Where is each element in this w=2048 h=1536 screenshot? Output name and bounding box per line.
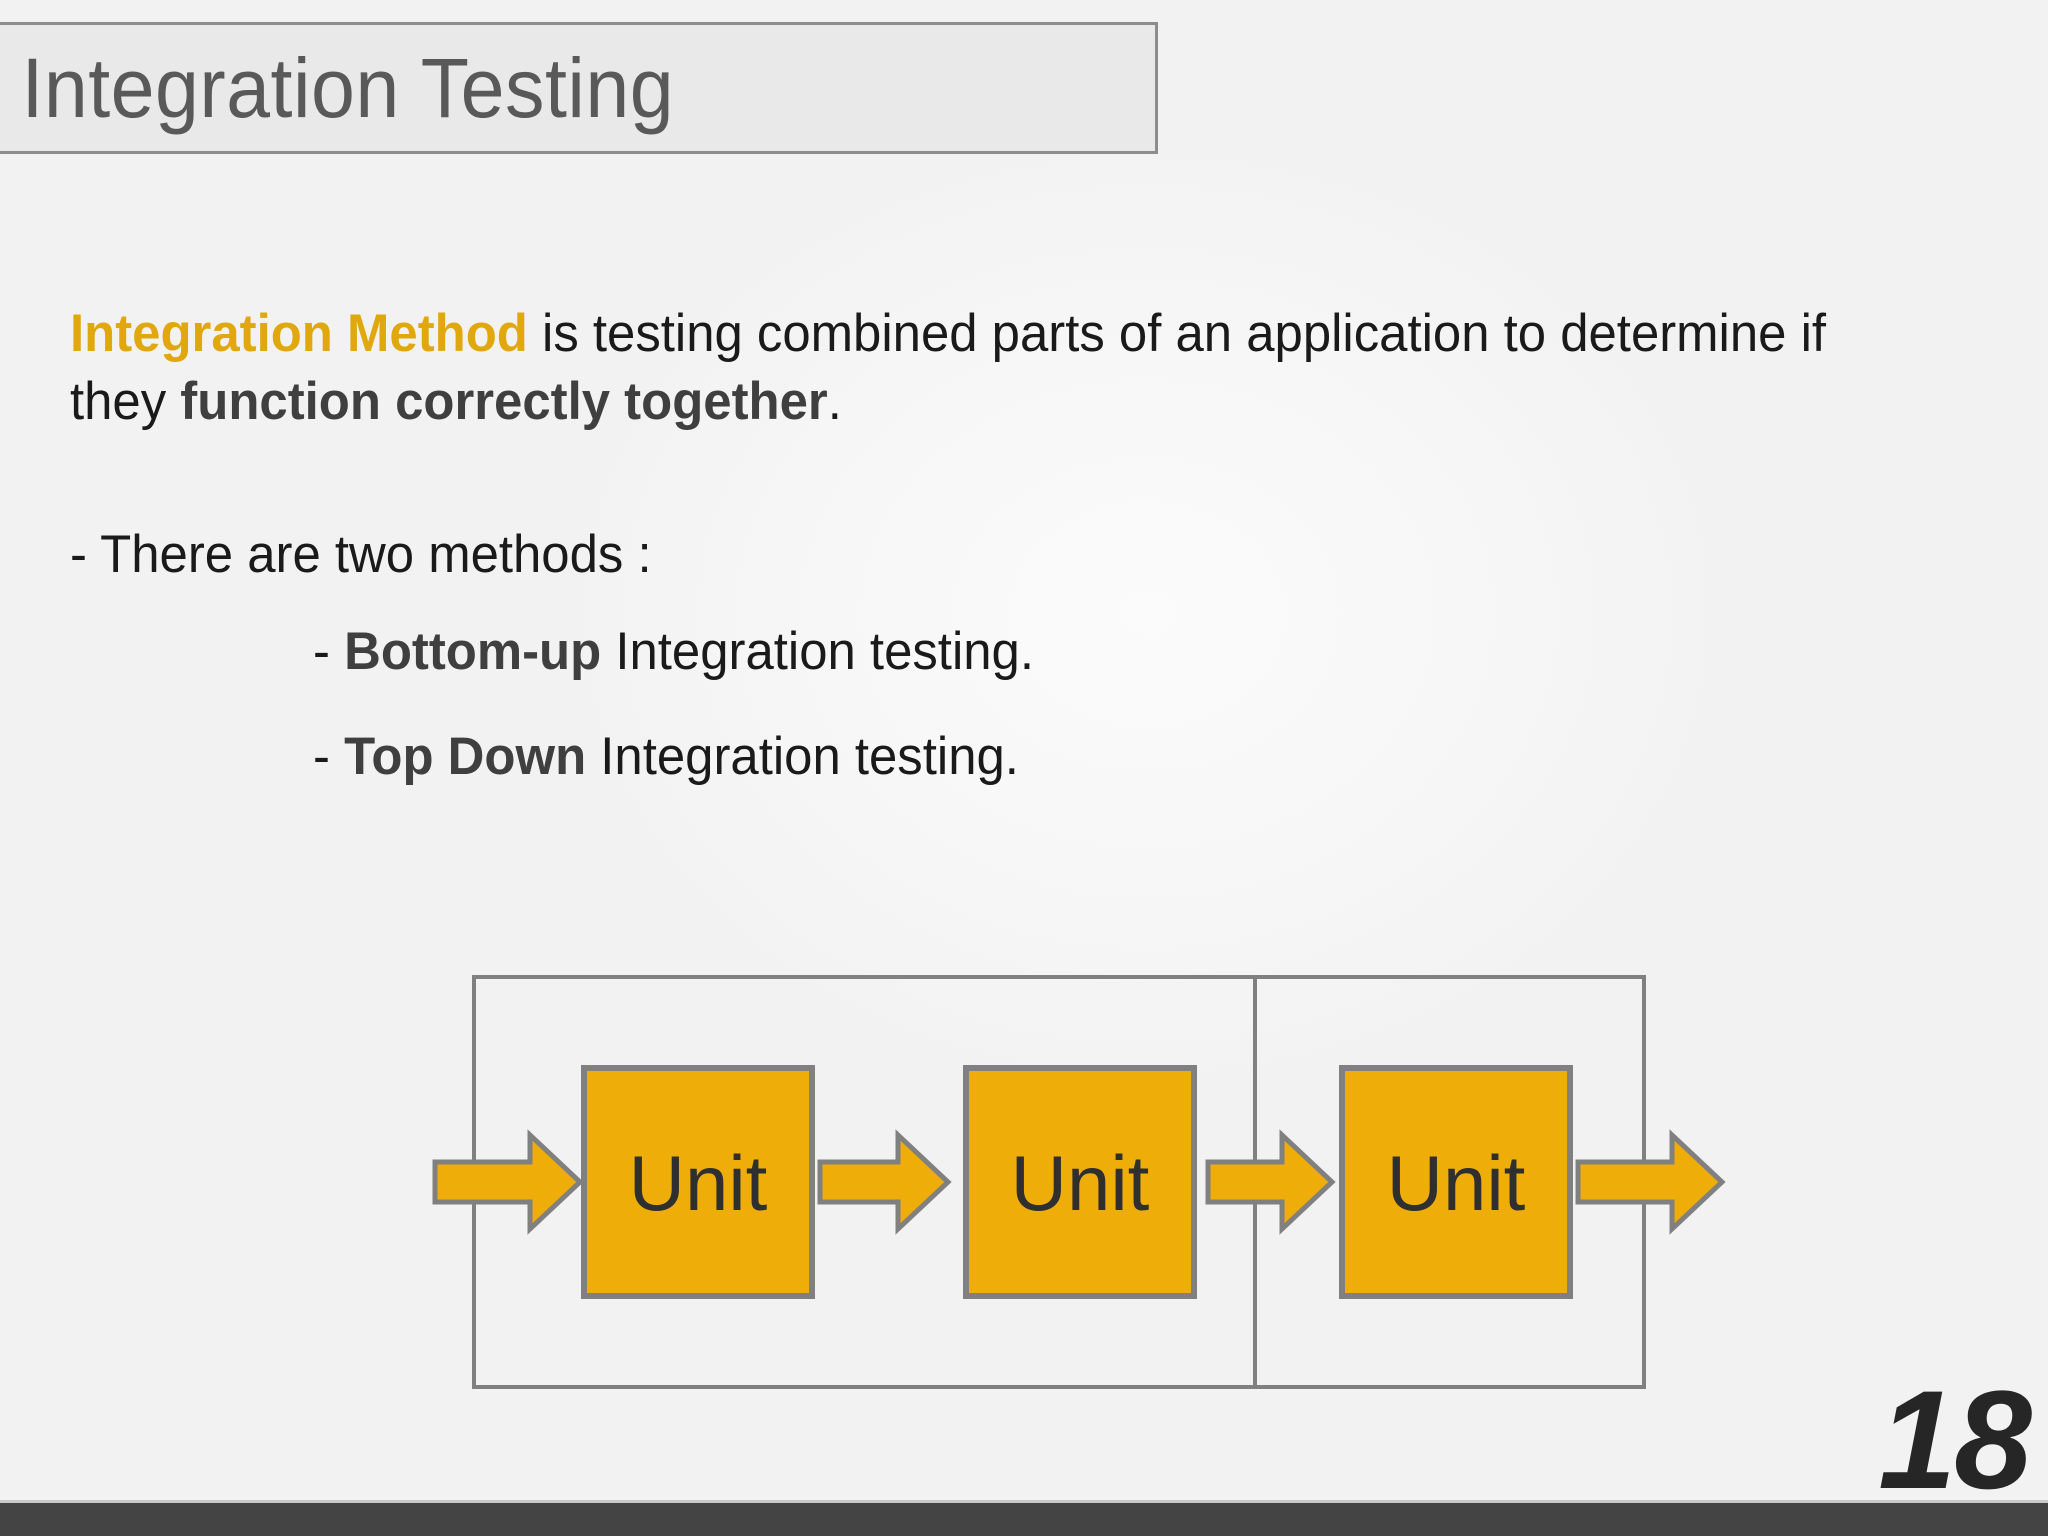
accent-term: Integration Method: [70, 304, 528, 363]
unit-box-2: Unit: [963, 1065, 1197, 1299]
sub-bullet-bold-1: Bottom-up: [344, 621, 602, 681]
sub-bullet-dash-2: -: [313, 726, 345, 786]
slide-title-box: Integration Testing: [0, 22, 1158, 154]
lead-bullet: - There are two methods :: [70, 524, 652, 584]
unit-box-3: Unit: [1339, 1065, 1573, 1299]
sub-bullet-top-down: - Top Down Integration testing.: [313, 719, 1904, 796]
unit-box-3-label: Unit: [1387, 1139, 1526, 1227]
arrow-unit2-unit3: [1205, 1129, 1336, 1235]
unit-box-1-label: Unit: [629, 1139, 768, 1227]
paragraph-text-middle: is testing combined parts of an applicat…: [70, 304, 1827, 431]
sub-bullet-rest-2: Integration testing.: [586, 726, 1019, 786]
slide-body: Integration Method is testing combined p…: [70, 300, 1970, 796]
paragraph-spacer: [70, 436, 1970, 522]
page-number: 18: [1878, 1361, 2032, 1518]
integration-container-box: [472, 975, 1646, 1389]
input-arrow: [432, 1129, 584, 1235]
arrow-unit1-unit2: [817, 1129, 952, 1235]
sub-bullet-rest-1: Integration testing.: [601, 621, 1034, 681]
sub-bullet-bold-2: Top Down: [344, 726, 587, 786]
intro-paragraph: Integration Method is testing combined p…: [70, 300, 1884, 436]
unit-box-1: Unit: [581, 1065, 815, 1299]
footer-bar: [0, 1500, 2048, 1536]
paragraph-bold-phrase: function correctly together: [180, 371, 828, 431]
page-title: Integration Testing: [21, 41, 675, 135]
output-arrow: [1575, 1129, 1726, 1235]
sub-bullet-dash-1: -: [313, 621, 345, 681]
unit-box-2-label: Unit: [1011, 1139, 1150, 1227]
sub-bullet-bottom-up: - Bottom-up Integration testing.: [313, 614, 1904, 691]
paragraph-text-end: .: [827, 371, 842, 431]
